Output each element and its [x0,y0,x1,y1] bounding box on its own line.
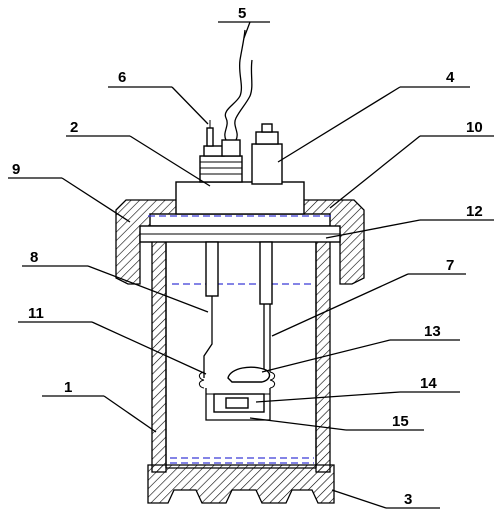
part-labels: 5 6 4 2 10 9 12 8 7 11 13 14 1 15 3 [12,5,483,508]
label-4: 4 [446,69,455,86]
label-5: 5 [238,5,246,22]
cable-tube [221,29,253,157]
label-15: 15 [392,413,409,430]
label-2: 2 [70,119,78,136]
base [147,464,335,504]
label-11: 11 [28,305,44,322]
label-1: 1 [64,379,72,396]
label-3: 3 [404,491,412,508]
label-10: 10 [466,119,483,136]
cylinder-wall [151,229,331,473]
electrode-right [259,241,276,389]
label-12: 12 [466,203,483,220]
label-7: 7 [446,257,454,274]
label-13: 13 [424,323,441,340]
sealing-plate [139,225,341,243]
fitting-left [199,120,243,183]
electrode-left [198,241,219,389]
top-lid [175,181,305,215]
connector-block [251,123,283,185]
label-9: 9 [12,161,20,178]
label-6: 6 [118,69,126,86]
label-14: 14 [420,375,437,392]
sample-holder [205,366,271,421]
leader-lines [8,21,494,509]
label-8: 8 [30,249,38,266]
